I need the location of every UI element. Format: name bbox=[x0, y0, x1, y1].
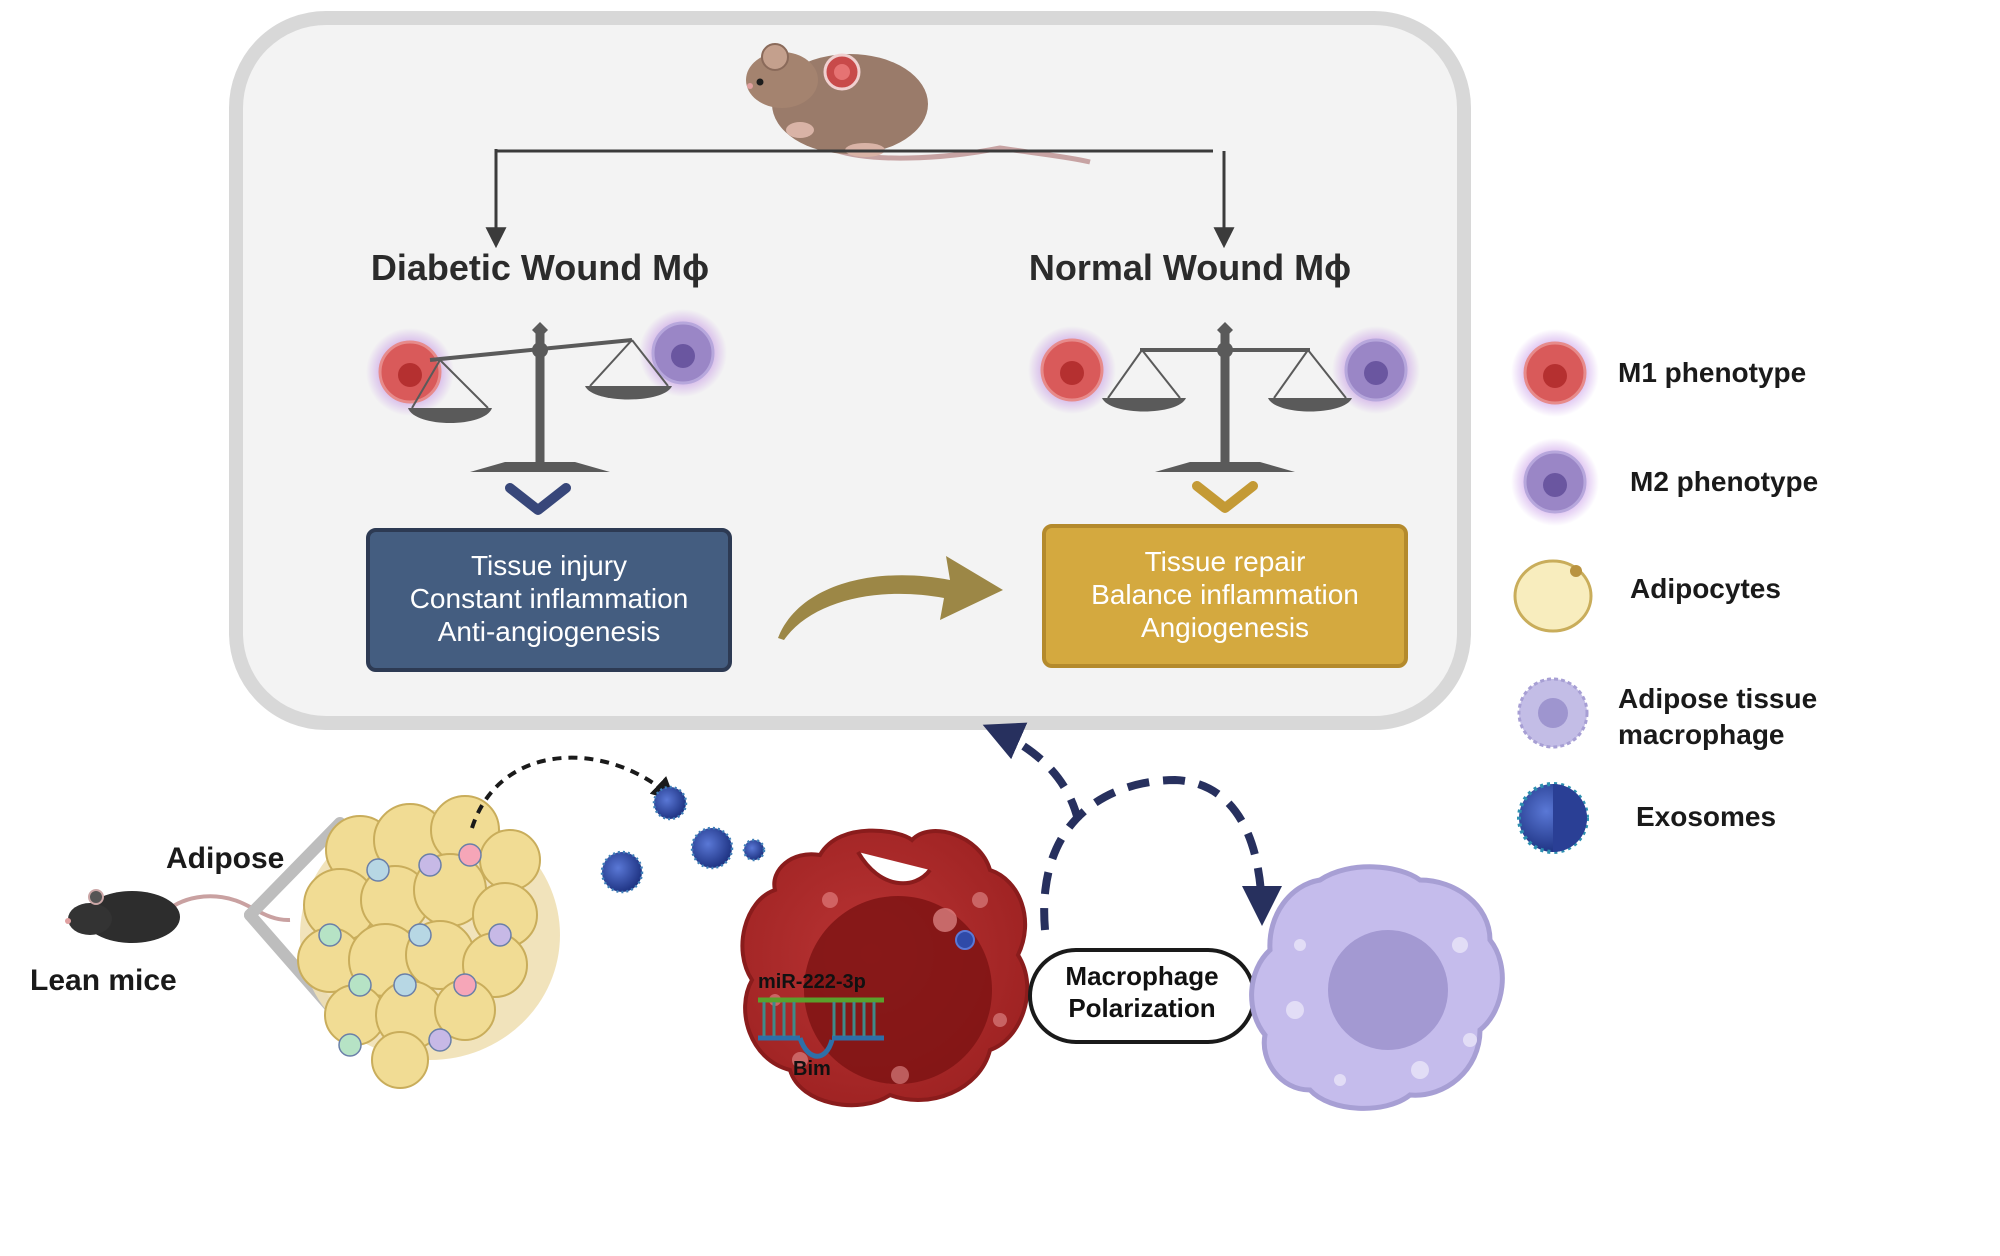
legend-m1-item: M1 phenotype bbox=[1511, 329, 1806, 417]
adipose-macrophage-icon bbox=[318, 923, 342, 947]
adipose-label: Adipose bbox=[166, 842, 284, 875]
legend: M1 phenotype M2 phenotype Adipocytes Adi… bbox=[1511, 329, 1818, 854]
chevron-down-icon bbox=[505, 483, 571, 515]
adipose-macrophage-icon bbox=[488, 923, 512, 947]
bim-label: Bim bbox=[793, 1058, 831, 1080]
transition-arrow bbox=[778, 556, 1003, 640]
mirna-label: miR-222-3p bbox=[758, 971, 866, 993]
exosome-icon bbox=[742, 838, 766, 862]
diabetic-line-2: Constant inflammation bbox=[410, 583, 689, 614]
normal-line-3: Angiogenesis bbox=[1141, 612, 1309, 643]
wounded-mouse-icon bbox=[746, 43, 1091, 165]
macrophage-polarization-pill: Macrophage Polarization bbox=[1028, 948, 1256, 1044]
recipient-macrophage-icon bbox=[740, 828, 1030, 1108]
polarization-arc-arrow bbox=[1040, 775, 1282, 931]
legend-adipocyte-item: Adipocytes bbox=[1513, 559, 1781, 633]
adipose-macrophage-icon bbox=[348, 973, 372, 997]
legend-adipocytes-label: Adipocytes bbox=[1630, 573, 1781, 604]
diabetic-balance-scale-icon bbox=[366, 309, 727, 472]
diabetic-outcome-box: Tissue injury Constant inflammation Anti… bbox=[366, 528, 732, 672]
lean-mouse-icon bbox=[65, 889, 291, 943]
diabetic-line-3: Anti-angiogenesis bbox=[438, 616, 661, 647]
legend-m2-item: M2 phenotype bbox=[1511, 438, 1818, 526]
adipose-tissue-cluster bbox=[297, 795, 560, 1089]
normal-balance-scale-icon bbox=[1028, 322, 1420, 472]
normal-title: Normal Wound Mϕ bbox=[1029, 247, 1351, 288]
adipose-macrophage-icon bbox=[408, 923, 432, 947]
exosome-icon bbox=[652, 785, 688, 821]
polarization-line-2: Polarization bbox=[1068, 993, 1215, 1023]
adipose-macrophage-icon bbox=[453, 973, 477, 997]
m2-macrophage-cell-icon bbox=[1249, 864, 1505, 1111]
adipose-macrophage-icon bbox=[393, 973, 417, 997]
mirna-bim-duplex bbox=[758, 997, 884, 1059]
diabetic-line-1: Tissue injury bbox=[471, 550, 627, 581]
exosome-icon bbox=[690, 826, 734, 870]
secretion-arrow bbox=[470, 755, 676, 829]
adipose-macrophage-icon bbox=[366, 858, 390, 882]
adipose-macrophage-icon bbox=[458, 843, 482, 867]
diabetic-title: Diabetic Wound Mϕ bbox=[371, 247, 709, 288]
adipocyte-icon bbox=[371, 1031, 429, 1089]
legend-exosome-item: Exosomes bbox=[1517, 782, 1776, 854]
adipose-macrophage-icon bbox=[418, 853, 442, 877]
duplex-rungs bbox=[762, 1002, 876, 1036]
legend-m2-label: M2 phenotype bbox=[1630, 466, 1818, 497]
lean-mice-label: Lean mice bbox=[30, 964, 177, 997]
exosome-icon bbox=[600, 850, 644, 894]
legend-exosomes-label: Exosomes bbox=[1636, 801, 1776, 832]
chevron-down-icon bbox=[1192, 481, 1258, 513]
normal-line-1: Tissue repair bbox=[1145, 546, 1306, 577]
legend-atm-label-1: Adipose tissue bbox=[1618, 683, 1817, 714]
normal-outcome-box: Tissue repair Balance inflammation Angio… bbox=[1042, 524, 1408, 668]
legend-atm-label-2: macrophage bbox=[1618, 719, 1785, 750]
adipocyte-icon bbox=[1513, 559, 1593, 633]
polarization-line-1: Macrophage bbox=[1065, 961, 1218, 991]
adipocyte-icon bbox=[479, 829, 541, 891]
legend-m1-label: M1 phenotype bbox=[1618, 357, 1806, 388]
adipose-macrophage-icon bbox=[428, 1028, 452, 1052]
legend-atm-item: Adipose tissue macrophage bbox=[1517, 677, 1817, 750]
adipose-macrophage-icon bbox=[338, 1033, 362, 1057]
feedback-arrow-to-panel bbox=[982, 722, 1082, 822]
normal-line-2: Balance inflammation bbox=[1091, 579, 1359, 610]
